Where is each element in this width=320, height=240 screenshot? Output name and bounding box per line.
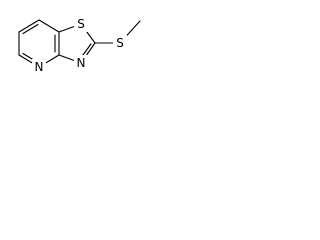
pyridine-nitrogen-label: N bbox=[35, 60, 44, 74]
bond-c7a-c7 bbox=[38, 19, 60, 33]
bond-c7-c6 bbox=[18, 19, 40, 33]
ring-sulfur-atom: S bbox=[74, 16, 88, 32]
thiazole-nitrogen-label: N bbox=[77, 56, 86, 70]
exo-sulfur-label: S bbox=[116, 36, 124, 50]
ring-sulfur-label: S bbox=[77, 17, 85, 31]
bond-c7-c6-inner bbox=[22, 23, 39, 35]
molecule-structure: S S N N bbox=[18, 16, 141, 75]
exo-sulfur-atom: S bbox=[113, 35, 127, 51]
pyridine-nitrogen-atom: N bbox=[32, 59, 46, 75]
thiazole-nitrogen-atom: N bbox=[74, 55, 88, 71]
